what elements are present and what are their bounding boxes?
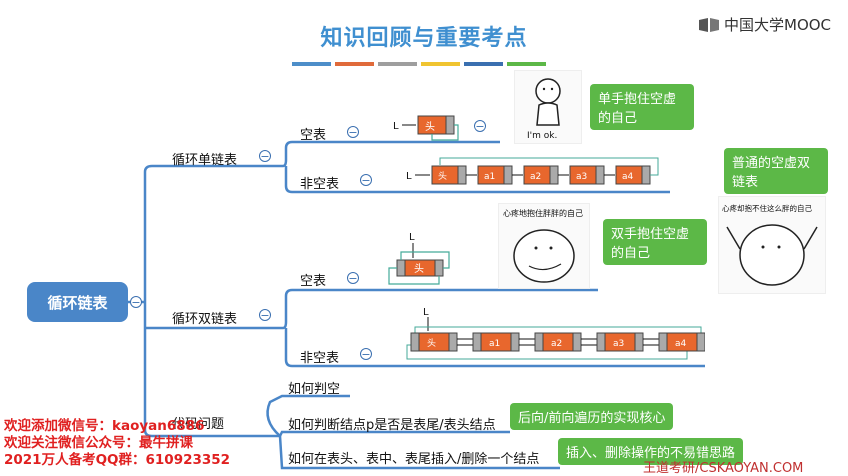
cartoon-image-2: 心疼地抱住胖胖的自己 <box>498 203 590 289</box>
collapse-toggle-icon[interactable]: − <box>259 308 271 322</box>
singly-empty-diagram: L 头 <box>393 115 459 141</box>
color-bar <box>421 62 460 66</box>
list-node-prev <box>534 332 544 352</box>
collapse-toggle-icon[interactable]: − <box>130 295 142 309</box>
list-node-pointer <box>641 165 651 185</box>
node-nonempty-list[interactable]: 非空表 <box>300 177 340 192</box>
node-empty-list[interactable]: 空表 <box>300 274 327 289</box>
list-node-next <box>510 332 520 352</box>
book-icon <box>698 17 720 33</box>
list-node-label: a2 <box>530 172 541 182</box>
list-node-label: a2 <box>551 339 562 349</box>
list-node-pointer <box>595 165 605 185</box>
svg-text:头: 头 <box>414 263 424 275</box>
image-caption: 心疼却抱不住这么胖的自己 <box>722 203 812 213</box>
image-caption: 心疼地抱住胖胖的自己 <box>503 208 583 218</box>
node-nonempty-list[interactable]: 非空表 <box>300 351 340 366</box>
branch-code-questions[interactable]: 代码问题 <box>172 417 225 432</box>
footer-text: 王道考研/CSKAOYAN.COM <box>643 461 804 476</box>
list-node-pointer <box>457 165 467 185</box>
list-node-next <box>696 332 705 352</box>
color-bar <box>464 62 503 66</box>
callout-traversal-core: 后向/前向遍历的实现核心 <box>510 403 674 430</box>
svg-text:L: L <box>423 307 429 318</box>
collapse-toggle-icon[interactable]: − <box>360 347 372 361</box>
list-node-label: a1 <box>489 339 500 349</box>
node-insert-delete[interactable]: 如何在表头、表中、表尾插入/删除一个结点 <box>288 452 540 467</box>
watermark-line: 欢迎关注微信公众号：最牛拼课 <box>4 435 193 451</box>
list-node-prev <box>472 332 482 352</box>
list-node-label: a4 <box>675 339 687 349</box>
list-node-next <box>572 332 582 352</box>
page-title: 知识回顾与重要考点 <box>320 26 528 51</box>
svg-text:L: L <box>406 171 412 182</box>
collapse-toggle-icon[interactable]: − <box>259 149 271 163</box>
watermark-line: 欢迎添加微信号：kaoyan6886 <box>4 418 205 434</box>
color-bar <box>335 62 374 66</box>
head-label: 头 <box>425 121 435 133</box>
color-bar <box>507 62 546 66</box>
callout-single-hug: 单手抱住空虚的自己 <box>590 84 694 130</box>
list-node-label: a3 <box>613 339 624 349</box>
list-node-pointer <box>549 165 559 185</box>
doubly-empty-diagram: L 头 <box>388 232 450 285</box>
collapse-toggle-icon[interactable]: − <box>347 271 359 285</box>
list-node-label: 头 <box>427 338 436 349</box>
list-node-label: 头 <box>438 171 447 182</box>
callout-insert-delete-tip: 插入、删除操作的不易错思路 <box>558 438 744 465</box>
branch-circular-doubly-list[interactable]: 循环双链表 <box>172 312 238 327</box>
collapse-toggle-icon[interactable]: − <box>360 173 372 187</box>
watermark: 欢迎添加微信号：kaoyan6886 欢迎关注微信公众号：最牛拼课 2021万人… <box>4 418 230 469</box>
callout-plain-doubly: 普通的空虚双链表 <box>724 148 828 194</box>
node-check-tail-head[interactable]: 如何判断结点p是否是表尾/表头结点 <box>288 418 496 433</box>
logo-text: 中国大学MOOC <box>724 16 832 34</box>
color-bar <box>292 62 331 66</box>
list-node-label: a3 <box>576 172 587 182</box>
list-node-prev <box>658 332 668 352</box>
watermark-line: 2021万人备考QQ群：610923352 <box>4 452 231 468</box>
list-node-prev <box>410 332 420 352</box>
color-bar-strip <box>292 62 546 66</box>
pointer-label: L <box>393 121 399 132</box>
list-node-next <box>634 332 644 352</box>
cartoon-image-1: I'm ok. <box>514 70 582 144</box>
callout-double-hug: 双手抱住空虚的自己 <box>603 219 707 265</box>
branch-circular-singly-list[interactable]: 循环单链表 <box>172 153 238 168</box>
image-caption: I'm ok. <box>527 131 557 141</box>
svg-text:L: L <box>409 232 415 243</box>
node-empty-list[interactable]: 空表 <box>300 128 327 143</box>
root-node[interactable]: 循环链表 <box>27 282 128 322</box>
mooc-logo: 中国大学MOOC <box>698 14 831 35</box>
node-how-check-empty[interactable]: 如何判空 <box>288 382 341 397</box>
list-node-prev <box>596 332 606 352</box>
color-bar <box>378 62 417 66</box>
list-node-label: a4 <box>622 172 634 182</box>
collapse-toggle-icon[interactable]: − <box>347 125 359 139</box>
collapse-toggle-icon[interactable]: − <box>474 119 486 133</box>
doubly-nonempty-diagram: L 头 a1 a2 a3 a4 <box>406 307 705 360</box>
list-node-pointer <box>503 165 513 185</box>
list-node-next <box>448 332 458 352</box>
cartoon-image-3: 心疼却抱不住这么胖的自己 <box>718 196 826 294</box>
list-node-label: a1 <box>484 172 495 182</box>
singly-nonempty-diagram: L 头 a1 a2 a3 a4 <box>406 157 659 185</box>
